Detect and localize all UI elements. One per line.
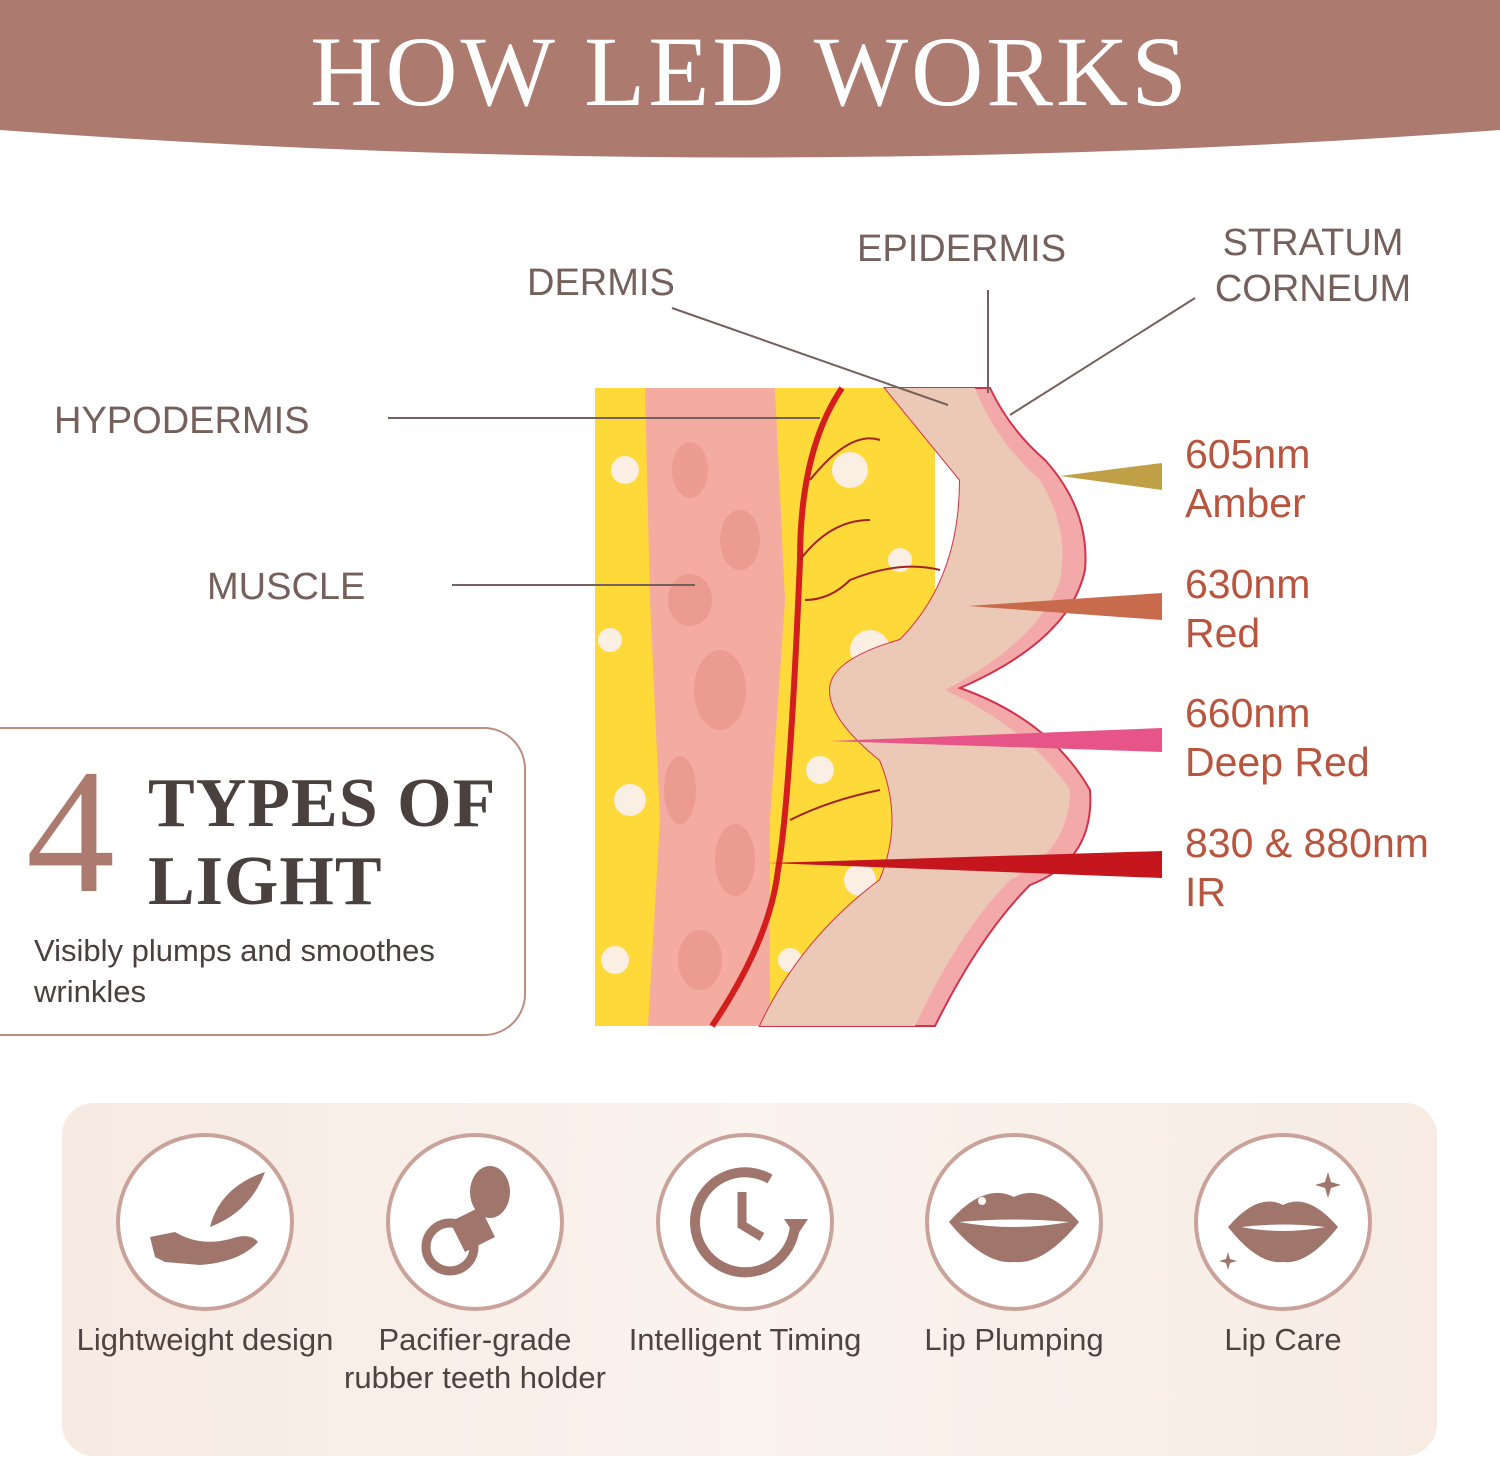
feature-plumping: Lip Plumping	[879, 1103, 1149, 1359]
light-beams	[768, 463, 1162, 878]
pacifier-icon	[386, 1133, 564, 1311]
page-title: HOW LED WORKS	[310, 16, 1190, 127]
feature-timing: Intelligent Timing	[610, 1103, 880, 1359]
feature-lip-care: Lip Care	[1148, 1103, 1418, 1359]
card-subtitle: Visibly plumps and smoothes wrinkles	[34, 933, 435, 1009]
clock-icon	[656, 1133, 834, 1311]
label-muscle: MUSCLE	[207, 566, 366, 608]
label-dermis: DERMIS	[527, 262, 675, 304]
features-panel: Lightweight design Pacifier-grade rubber…	[62, 1103, 1437, 1456]
light-types-card	[0, 727, 526, 1036]
card-number: 4	[26, 732, 115, 930]
lips-sparkle-icon	[1194, 1133, 1372, 1311]
label-hypodermis: HYPODERMIS	[54, 400, 310, 442]
lips-icon	[925, 1133, 1103, 1311]
feature-pacifier: Pacifier-grade rubber teeth holder	[340, 1103, 610, 1397]
hand-feather-icon	[116, 1133, 294, 1311]
feature-lightweight: Lightweight design	[70, 1103, 340, 1359]
header-banner	[0, 0, 1500, 158]
artery	[709, 386, 845, 1028]
label-epidermis: EPIDERMIS	[857, 228, 1067, 270]
leader-lines	[388, 290, 1196, 586]
